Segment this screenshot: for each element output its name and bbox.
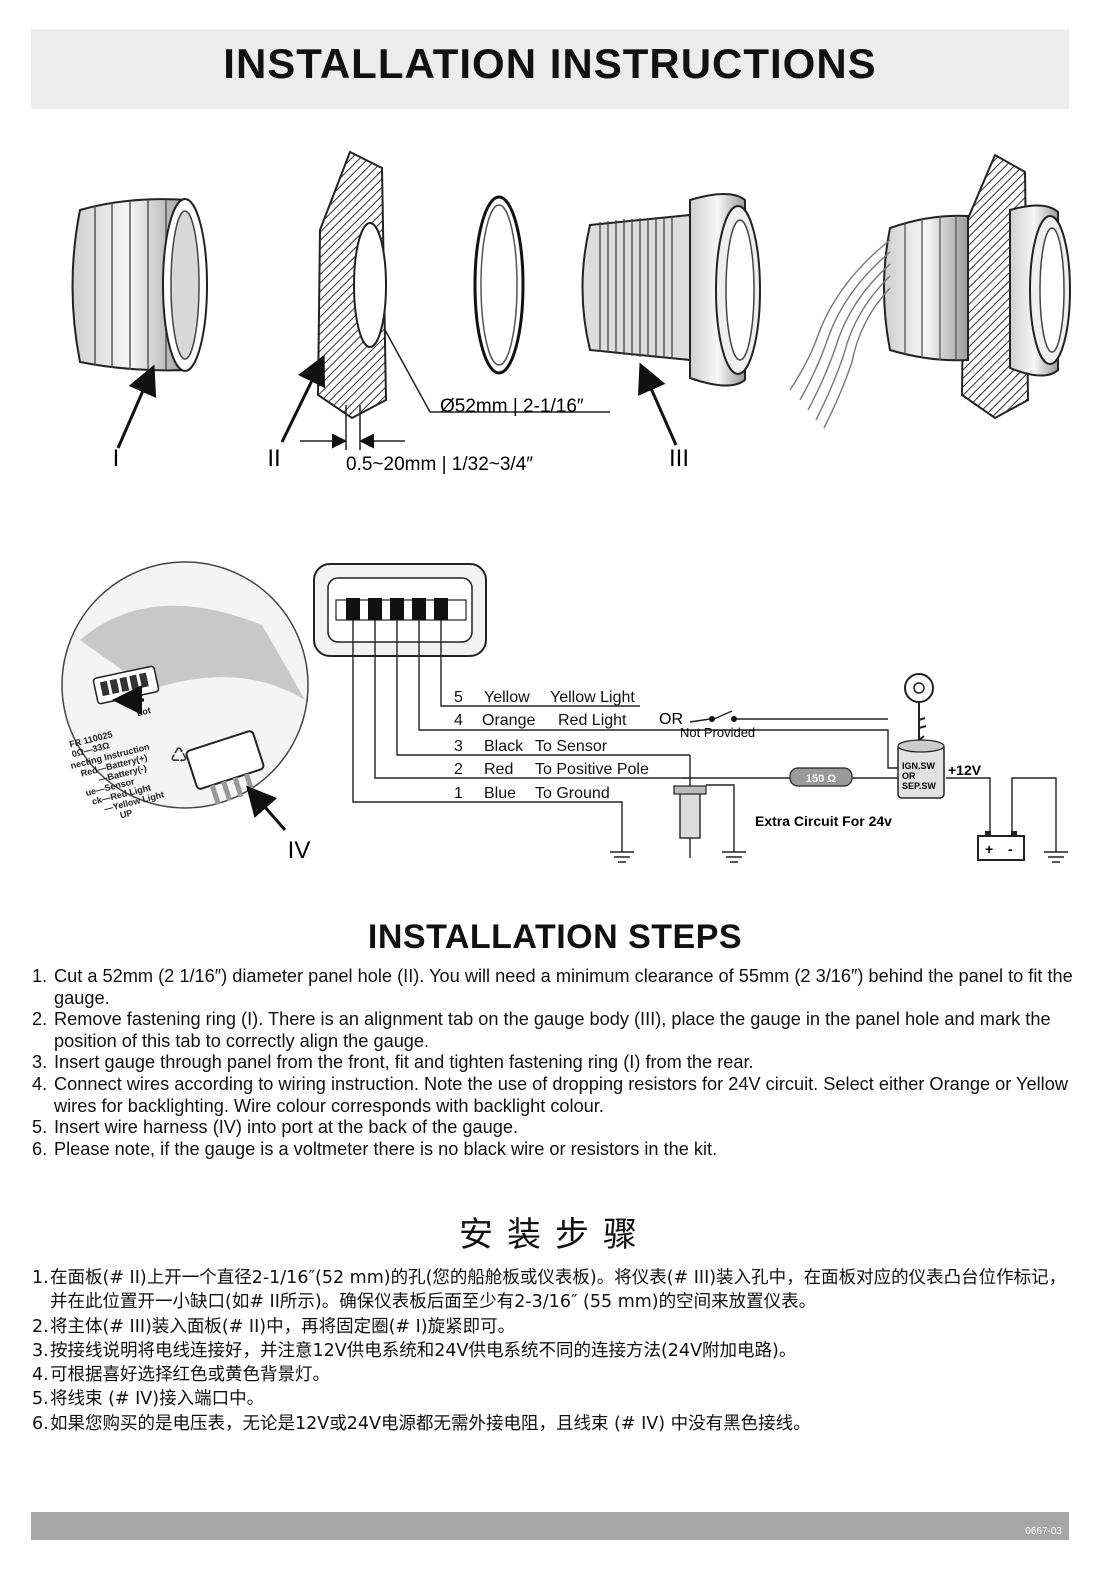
- label-part-iv: IV: [288, 837, 311, 864]
- installation-steps-list: 1.Cut a 52mm (2 1/16″) diameter panel ho…: [32, 966, 1077, 1160]
- fastening-ring-part-i: [71, 198, 208, 372]
- svg-text:Blue: Blue: [484, 785, 516, 802]
- svg-text:+: +: [985, 841, 993, 857]
- arrow-part-iv: [246, 785, 287, 831]
- label-part-i: I: [113, 445, 120, 472]
- resistor-150-ohm: 150 Ω: [789, 767, 853, 787]
- extra-circuit-label: Extra Circuit For 24v: [755, 813, 892, 829]
- panel-part-ii: [316, 150, 388, 420]
- page-title: INSTALLATION INSTRUCTIONS: [223, 40, 877, 87]
- label-part-iii: III: [669, 445, 689, 472]
- o-ring: [473, 195, 525, 375]
- ground-icon: [610, 851, 1068, 863]
- wiring-lines: [352, 620, 1057, 858]
- header-band: [31, 29, 1069, 109]
- switch-symbol: [689, 710, 888, 723]
- svg-text:Red: Red: [484, 761, 513, 778]
- cn-step-item: 1.在面板(# II)上开一个直径2-1/16″(52 mm)的孔(您的船舱板或…: [32, 1268, 1067, 1313]
- cn-step-item: 5.将线束 (# IV)接入端口中。: [32, 1389, 265, 1410]
- svg-text:3: 3: [454, 738, 463, 755]
- step-item: 6.Please note, if the gauge is a voltmet…: [32, 1138, 718, 1159]
- svg-text:To Sensor: To Sensor: [535, 738, 608, 755]
- svg-text:SEP.SW: SEP.SW: [902, 781, 936, 791]
- svg-text:Orange: Orange: [482, 712, 535, 729]
- svg-text:Yellow: Yellow: [484, 689, 530, 706]
- connector-closeup: FR 110025 0Ω—33Ω necting Instruction Red…: [61, 561, 309, 821]
- not-provided-label: Not Provided: [680, 725, 755, 740]
- panel-thickness-label: 0.5~20mm | 1/32~3/4″: [346, 454, 533, 475]
- cn-step-item: 4.可根据喜好选择红色或黄色背景灯。: [32, 1365, 330, 1386]
- arrow-part-iii: [637, 362, 678, 446]
- sender-symbol: [673, 785, 707, 839]
- svg-text:Black: Black: [484, 738, 524, 755]
- svg-text:To Ground: To Ground: [535, 785, 610, 802]
- svg-text:2: 2: [454, 761, 463, 778]
- step-item: 4.Connect wires according to wiring inst…: [32, 1073, 1068, 1116]
- connector-block: [313, 563, 487, 657]
- arrow-part-ii: [280, 354, 325, 443]
- step-item: 5.Insert wire harness (IV) into port at …: [32, 1117, 519, 1138]
- installation-diagram: I II Ø52mm | 2-1/16″ 0.5~20mm | 1/32~3/4…: [61, 150, 1071, 864]
- svg-text:Yellow Light: Yellow Light: [550, 689, 635, 706]
- recycle-icon: ♺: [170, 745, 188, 767]
- cn-step-item: 6.如果您购买的是电压表，无论是12V或24V电源都无需外接电阻，且线束 (# …: [32, 1413, 811, 1434]
- chinese-steps-list: 1.在面板(# II)上开一个直径2-1/16″(52 mm)的孔(您的船舱板或…: [32, 1266, 1077, 1436]
- chinese-steps-title: 安装步骤: [459, 1215, 651, 1255]
- hole-dimension-leader: [384, 329, 431, 413]
- ignition-switch: IGN.SW OR SEP.SW: [897, 739, 945, 799]
- hole-dimension-label: Ø52mm | 2-1/16″: [440, 396, 584, 417]
- gauge-body-part-iii: [581, 193, 761, 387]
- assembled-gauge: [789, 153, 1071, 429]
- or-label: OR: [659, 711, 683, 728]
- svg-text:-: -: [1008, 841, 1013, 857]
- svg-text:1: 1: [454, 785, 463, 802]
- step-item: 1.Cut a 52mm (2 1/16″) diameter panel ho…: [32, 966, 1073, 1008]
- svg-text:5: 5: [454, 689, 463, 706]
- ignition-key-icon: [904, 673, 934, 743]
- svg-text:Red Light: Red Light: [558, 712, 627, 729]
- cn-step-item: 2.将主体(# III)装入面板(# II)中，再将固定圈(# I)旋紧即可。: [32, 1316, 516, 1337]
- installation-steps-title: INSTALLATION STEPS: [367, 918, 743, 956]
- svg-text:OR: OR: [902, 771, 916, 781]
- svg-text:4: 4: [454, 712, 463, 729]
- wire-labels: 5 Yellow Yellow Light 4 Orange Red Light…: [454, 689, 649, 802]
- voltage-label: +12V: [948, 762, 982, 778]
- svg-text:IGN.SW: IGN.SW: [902, 761, 936, 771]
- svg-text:To Positive Pole: To Positive Pole: [535, 761, 649, 778]
- step-item: 3.Insert gauge through panel from the fr…: [32, 1052, 754, 1073]
- document-code: 0667-03: [1025, 1526, 1062, 1537]
- footer-bar: [31, 1512, 1069, 1540]
- step-item: 2.Remove fastening ring (I). There is an…: [32, 1009, 1051, 1051]
- cn-step-item: 3.按接线说明将电线连接好，并注意12V供电系统和24V供电系统不同的连接方法(…: [32, 1340, 797, 1361]
- label-part-ii: II: [267, 445, 280, 472]
- battery-icon: + -: [977, 831, 1025, 861]
- svg-text:UP: UP: [119, 808, 134, 821]
- arrow-part-i: [116, 364, 157, 449]
- svg-text:150 Ω: 150 Ω: [806, 773, 836, 785]
